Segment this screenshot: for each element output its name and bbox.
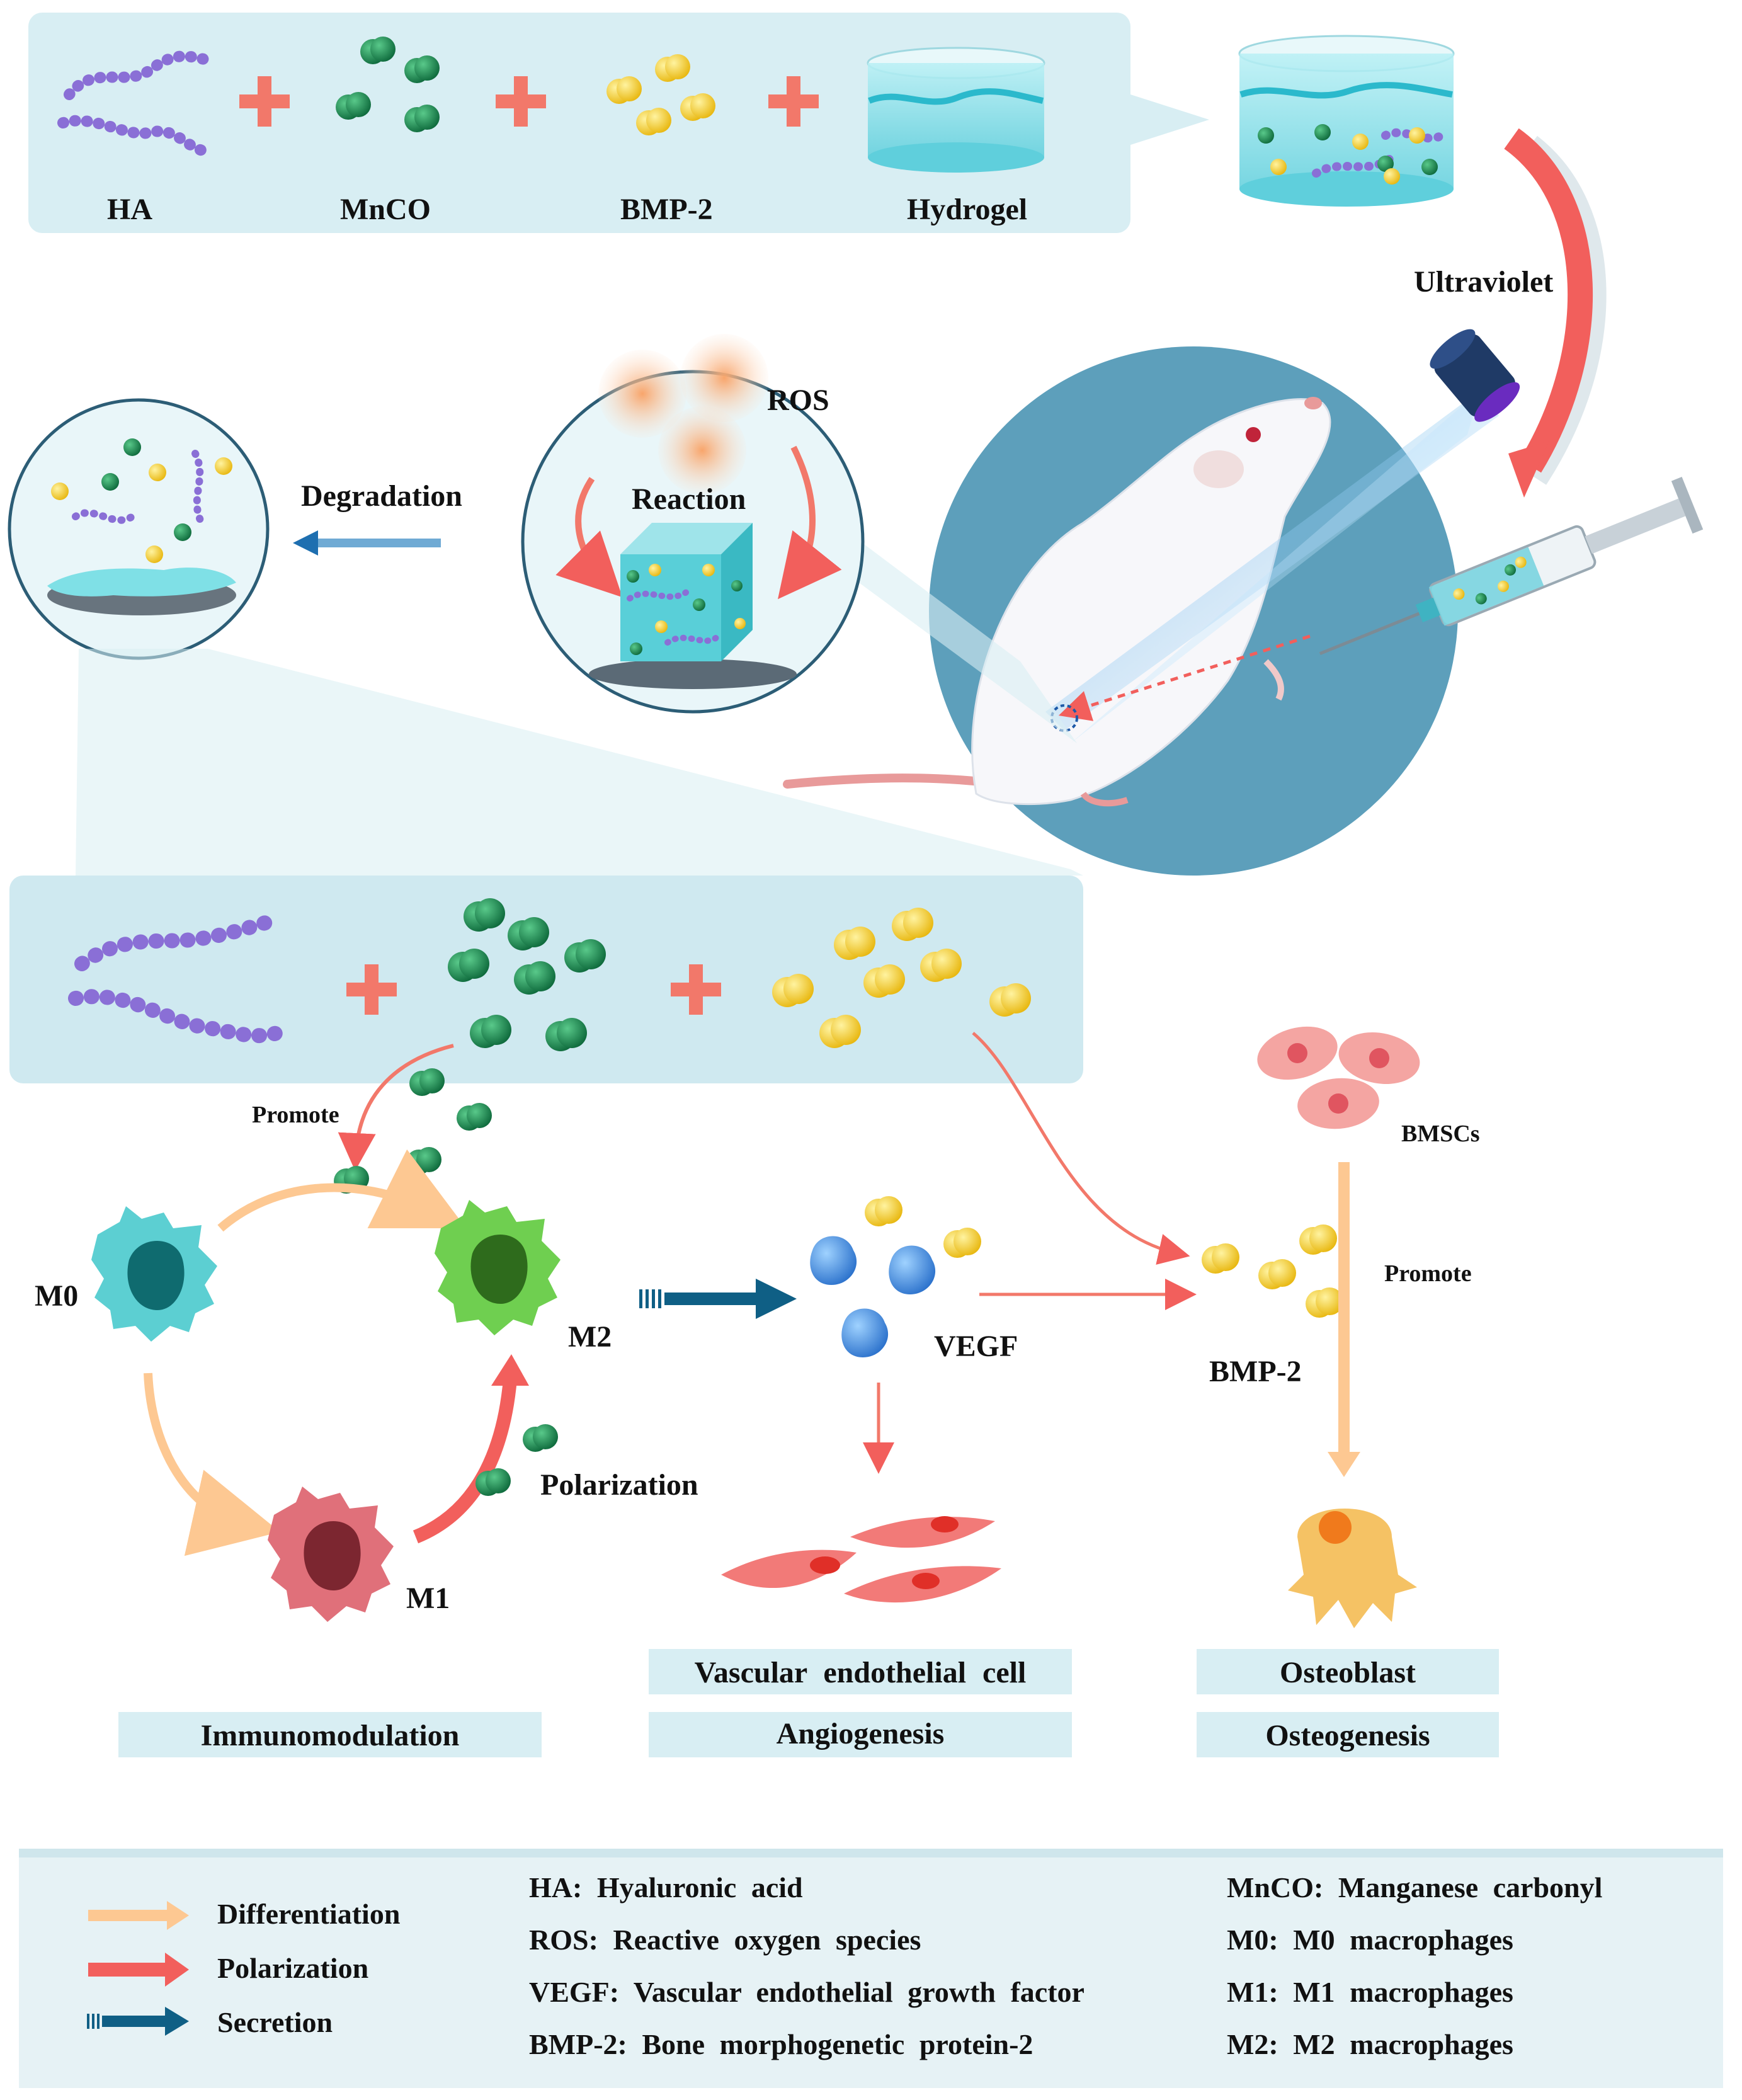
m0-macrophage-icon (91, 1206, 217, 1342)
hydrogel-mixture-dish-icon (1238, 35, 1455, 207)
uv-lamp-icon (1430, 329, 1520, 422)
mnco-particles-icon (336, 37, 440, 132)
vegf-particles-icon (810, 1236, 936, 1357)
legend-abbr-vegf: VEGF: Vascular endothelial growth factor (529, 1976, 1084, 2008)
plus-icon (239, 76, 819, 127)
label-bmp2-top: BMP-2 (620, 193, 713, 226)
vascular-endothelial-cells-icon (721, 1516, 1001, 1603)
legend-differentiation-arrow (88, 1901, 189, 1930)
secretion-arrow (639, 1279, 797, 1319)
hydrogel-dish-icon (867, 47, 1045, 173)
label-m1: M1 (406, 1582, 450, 1615)
label-hydrogel: Hydrogel (907, 193, 1028, 226)
legend-abbr-ros: ROS: Reactive oxygen species (529, 1924, 921, 1956)
legend-abbr-mnco: MnCO: Manganese carbonyl (1227, 1871, 1603, 1903)
label-bmp2-pathway: BMP-2 (1209, 1355, 1302, 1388)
legend-polarization-arrow (88, 1953, 189, 1987)
bmp2-particles-icon (606, 54, 715, 135)
label-ha: HA (107, 193, 152, 226)
legend-secretion-arrow (87, 2007, 189, 2036)
label-degradation: Degradation (301, 479, 462, 513)
label-osteoblast: Osteoblast (1280, 1656, 1416, 1689)
degradation-circle (8, 398, 270, 660)
hydrogel-cube-icon (589, 523, 797, 689)
bmp2-particles-released (772, 908, 1031, 1048)
ros-cloud-icon (598, 334, 768, 494)
bmp2-particles-pathway (1202, 1224, 1343, 1318)
label-angiogenesis: Angiogenesis (776, 1717, 945, 1750)
m2-macrophage-icon (435, 1200, 561, 1335)
label-promote-right: Promote (1384, 1260, 1472, 1287)
legend-differentiation: Differentiation (217, 1898, 401, 1930)
label-bmscs: BMSCs (1401, 1121, 1480, 1147)
label-promote-left: Promote (252, 1102, 339, 1128)
ha-chain-icon-released (68, 912, 285, 1044)
top-ingredient-panel (28, 13, 1130, 233)
legend-abbr-bmp2: BMP-2: Bone morphogenetic protein-2 (529, 2028, 1033, 2060)
uv-beam (1045, 391, 1499, 731)
label-ros: ROS (767, 384, 829, 417)
label-polarization: Polarization (540, 1468, 698, 1502)
label-reaction: Reaction (632, 482, 746, 516)
label-m0: M0 (35, 1279, 79, 1313)
degraded-gel-icon (47, 568, 236, 615)
m1-macrophage-icon (268, 1487, 394, 1622)
legend-panel (19, 1849, 1723, 2088)
label-mnco: MnCO (340, 193, 431, 226)
legend-polarization: Polarization (217, 1952, 369, 1984)
label-vegf: VEGF (934, 1330, 1018, 1363)
bmscs-cells-icon (1257, 1026, 1420, 1129)
osteoblast-cell-icon (1288, 1509, 1417, 1628)
mnco-particles-released (448, 898, 606, 1051)
legend-abbr-ha: HA: Hyaluronic acid (529, 1871, 803, 1903)
legend-abbr-m2: M2: M2 macrophages (1227, 2028, 1513, 2060)
label-osteogenesis: Osteogenesis (1265, 1719, 1430, 1752)
legend-abbr-m0: M0: M0 macrophages (1227, 1924, 1513, 1956)
label-immunomodulation: Immunomodulation (200, 1719, 460, 1752)
legend-secretion: Secretion (217, 2006, 333, 2038)
label-m2: M2 (568, 1320, 612, 1354)
label-vascular-cell: Vascular endothelial cell (694, 1656, 1027, 1689)
syringe-icon (1319, 476, 1704, 656)
ha-chain-icon (57, 50, 213, 157)
legend-abbr-m1: M1: M1 macrophages (1227, 1976, 1513, 2008)
label-ultraviolet: Ultraviolet (1414, 265, 1554, 299)
